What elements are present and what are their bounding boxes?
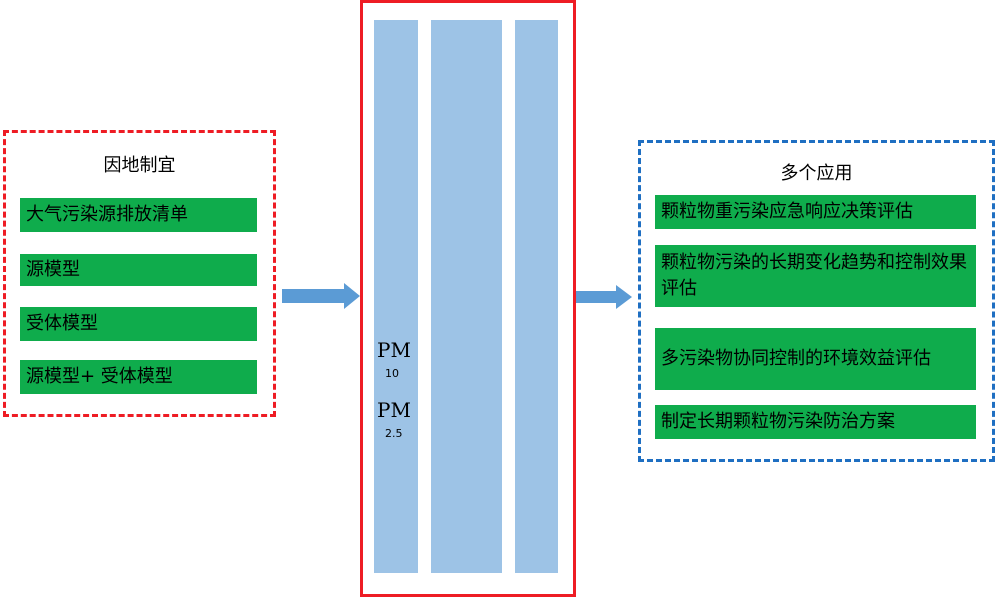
item-emission-inventory: 大气污染源排放清单 [20,198,257,232]
item-prevention-plan: 制定长期颗粒物污染防治方案 [655,405,976,439]
pm10-label: PM [377,338,411,362]
left-panel-title: 因地制宜 [103,155,176,176]
arrow-right-icon [282,283,360,309]
column-2 [431,20,502,573]
column-3 [515,20,558,573]
item-long-term-trend: 颗粒物污染的长期变化趋势和控制效果评估 [655,245,976,307]
pm25-subscript: 2.5 [385,427,403,440]
item-source-model: 源模型 [20,254,257,286]
applications-panel: 多个应用 [638,140,995,462]
item-co-control-benefit: 多污染物协同控制的环境效益评估 [655,328,976,390]
column-1 [374,20,418,573]
item-receptor-model: 受体模型 [20,307,257,341]
source-methods-panel: 因地制宜 [3,130,276,417]
item-source-receptor-model: 源模型+ 受体模型 [20,360,257,394]
right-panel-title: 多个应用 [780,163,853,184]
center-frame [360,0,576,597]
pm25-label: PM [377,398,411,422]
pm10-subscript: 10 [385,367,399,380]
item-emergency-response: 颗粒物重污染应急响应决策评估 [655,195,976,229]
arrow-right-icon [576,285,632,309]
